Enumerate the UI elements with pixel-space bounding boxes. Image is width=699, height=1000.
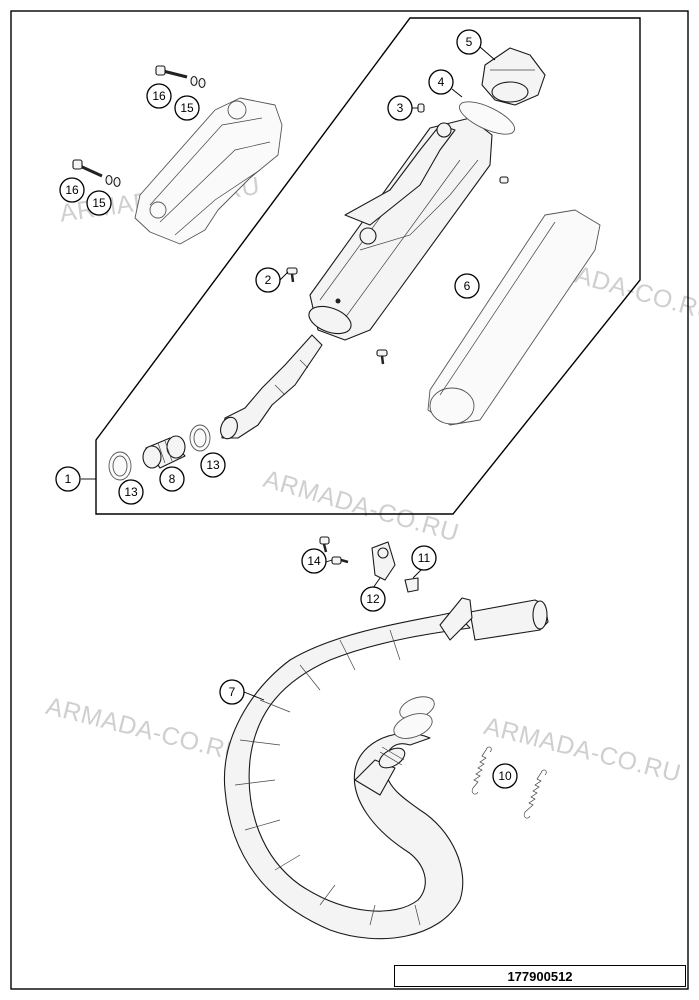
exhaust-pipe-part (223, 597, 549, 940)
screw-part (155, 65, 206, 89)
page-frame (10, 10, 689, 990)
callout-4: 4 (428, 69, 454, 95)
svg-text:14: 14 (307, 554, 321, 568)
svg-text:7: 7 (229, 685, 236, 699)
callout-10: 10 (492, 763, 518, 789)
spring-part (471, 746, 492, 795)
o-ring-part (458, 101, 516, 135)
silencer-body-part (308, 117, 493, 341)
spring-part (523, 769, 547, 819)
svg-text:11: 11 (418, 551, 431, 565)
callout-11: 11 (411, 545, 437, 571)
callout-5: 5 (456, 29, 482, 55)
callout-1: 1 (55, 466, 81, 492)
rubber-sleeve-part (142, 435, 186, 469)
silencer-assembly-boundary (95, 17, 641, 515)
svg-text:10: 10 (498, 769, 512, 783)
screw-part (286, 267, 298, 283)
callout-2: 2 (255, 267, 281, 293)
callout-7: 7 (219, 679, 245, 705)
end-cap-part (481, 47, 546, 106)
svg-text:3: 3 (397, 101, 404, 115)
svg-text:16: 16 (65, 183, 79, 197)
callout-3: 3 (387, 95, 413, 121)
svg-text:4: 4 (438, 75, 445, 89)
callout-15: 15 (86, 190, 112, 216)
svg-text:1: 1 (65, 472, 72, 486)
svg-text:13: 13 (124, 485, 138, 499)
callout-16: 16 (146, 83, 172, 109)
screw-part (72, 159, 121, 188)
document-number: 177900512 (394, 965, 686, 987)
callout-6: 6 (454, 273, 480, 299)
callout-14: 14 (301, 548, 327, 574)
callout-12: 12 (360, 586, 386, 612)
silencer-inlet-pipe-part (220, 334, 323, 440)
svg-text:12: 12 (366, 592, 380, 606)
clip-part (404, 577, 419, 593)
callout-8: 8 (159, 466, 185, 492)
svg-text:13: 13 (206, 458, 220, 472)
silencer-outer-tube-part (427, 209, 601, 426)
svg-text:8: 8 (169, 472, 176, 486)
svg-text:2: 2 (265, 273, 272, 287)
callout-16: 16 (59, 177, 85, 203)
svg-text:16: 16 (152, 89, 166, 103)
svg-text:15: 15 (180, 101, 194, 115)
o-ring-part (393, 713, 433, 739)
silencer-bracket-part (134, 97, 283, 245)
callout-15: 15 (174, 95, 200, 121)
rubber-mount-part (371, 541, 396, 581)
callout-13: 13 (118, 479, 144, 505)
screw-part (376, 349, 388, 365)
svg-text:6: 6 (464, 279, 471, 293)
svg-text:5: 5 (466, 35, 473, 49)
callout-13: 13 (200, 452, 226, 478)
svg-text:15: 15 (92, 196, 106, 210)
screw-part (319, 536, 349, 565)
